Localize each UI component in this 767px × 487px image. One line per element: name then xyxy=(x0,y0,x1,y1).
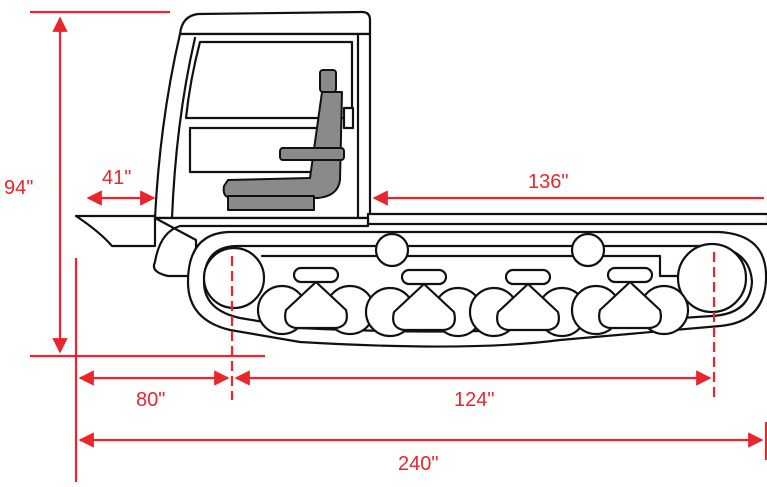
bogie-4 xyxy=(570,266,690,336)
vehicle-outline xyxy=(74,10,767,348)
track-rail xyxy=(260,254,680,278)
dimension-lines xyxy=(30,10,767,482)
seat xyxy=(222,69,345,211)
height-label: 94" xyxy=(4,177,33,199)
bogie-2 xyxy=(364,268,484,338)
front-to-axle-label: 80" xyxy=(136,389,165,411)
front-bumper xyxy=(74,214,157,248)
dimension-labels: 94" 41" 136" 80" 124" 240" xyxy=(4,167,568,475)
bogie-3 xyxy=(468,268,588,338)
top-roller-1 xyxy=(374,232,410,268)
door-handle xyxy=(342,106,355,130)
rear-sprocket xyxy=(676,242,748,314)
overall-length-label: 240" xyxy=(398,453,438,475)
front-overhang-label: 41" xyxy=(102,167,131,189)
bogie-1 xyxy=(256,266,376,336)
deck-length-label: 136" xyxy=(528,171,568,193)
rear-deck xyxy=(366,212,767,226)
door-window xyxy=(184,40,354,120)
front-idler xyxy=(202,246,266,310)
cab-front-pillar xyxy=(170,36,197,220)
top-roller-2 xyxy=(570,232,606,268)
cab-roof xyxy=(178,10,372,36)
lower-body xyxy=(152,216,370,278)
axle-spacing-label: 124" xyxy=(454,389,494,411)
